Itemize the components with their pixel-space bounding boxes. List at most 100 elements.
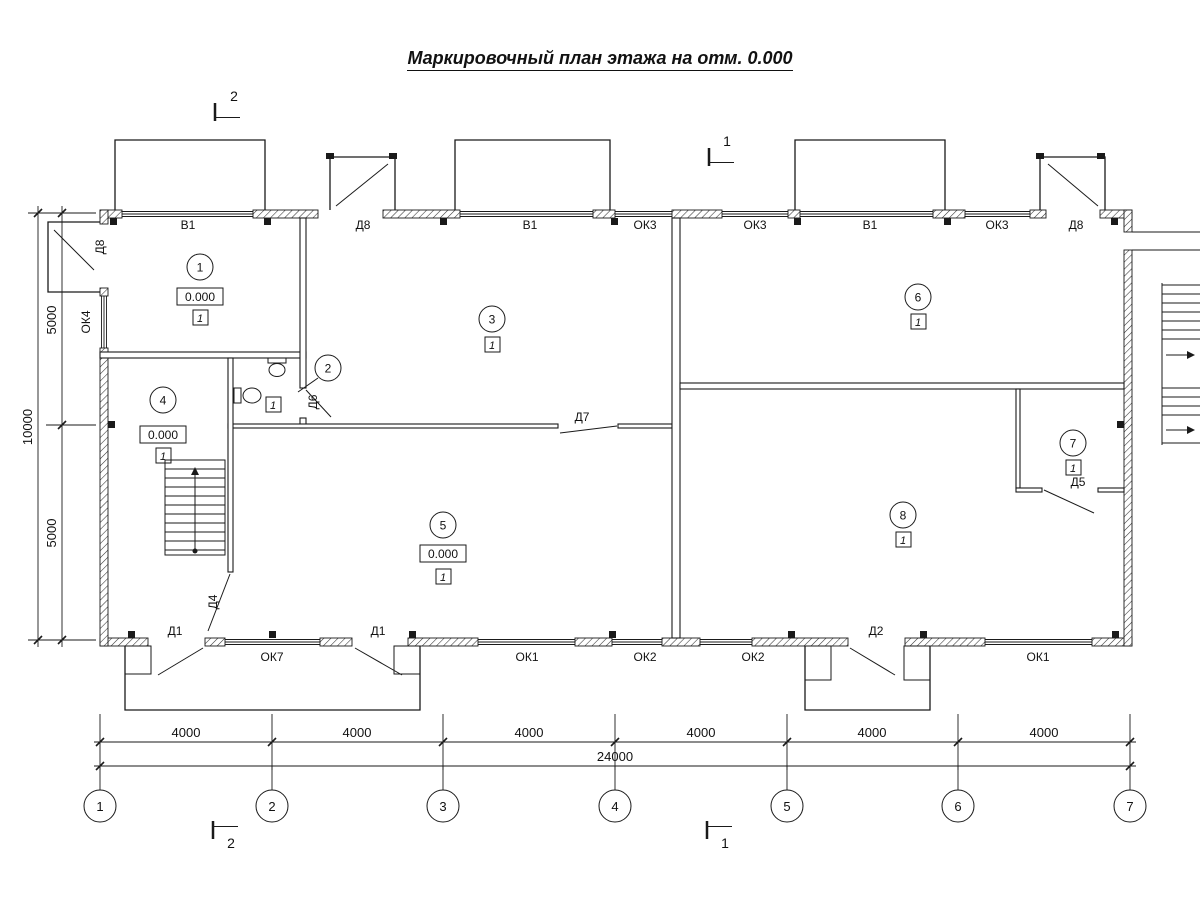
dim-vertical-5000-bottom: 5000 [44, 519, 59, 548]
room-marker-3: 3 1 [478, 305, 506, 353]
door-label-d2: Д2 [869, 624, 884, 638]
room-marker-1: 1 0.000 1 [176, 253, 224, 326]
dim-vertical-5000-top: 5000 [44, 306, 59, 335]
door-label-d1-a: Д1 [168, 624, 183, 638]
axis-bubble-2: 2 [268, 799, 275, 814]
window-label-ok1-b: ОК1 [1027, 650, 1050, 664]
top-windows [122, 211, 1030, 217]
window-label-ok2-b: ОК2 [742, 650, 765, 664]
room-number-4: 4 [160, 394, 167, 408]
external-stair [1132, 231, 1200, 445]
section-mark-2-bottom: 2 [211, 821, 238, 851]
window-label-ok3-a: ОК3 [634, 218, 657, 232]
door-leaf-d7 [559, 425, 618, 434]
door-label-d7: Д7 [575, 410, 590, 424]
drawing-title: Маркировочный план этажа на отм. 0.000 [0, 48, 1200, 71]
dim-4000-6: 4000 [1030, 725, 1059, 740]
grid-axes: 1 2 3 4 5 6 7 [83, 766, 1147, 823]
room-number-3: 3 [489, 313, 496, 327]
room-elevation-1: 0.000 [185, 290, 215, 304]
column-ticks [108, 218, 1124, 638]
bay-a [114, 139, 266, 210]
dim-4000-3: 4000 [515, 725, 544, 740]
room-type-7: 1 [1070, 463, 1076, 475]
sanitary-fixtures [233, 357, 287, 404]
dim-4000-4: 4000 [687, 725, 716, 740]
bay-d [794, 139, 946, 210]
section-number-1-middle: 1 [723, 133, 731, 149]
room-marker-6: 6 1 [904, 283, 932, 330]
section-number-2-bottom: 2 [227, 835, 235, 851]
room-marker-5: 5 0.000 1 [419, 511, 467, 585]
sink-back [267, 357, 287, 364]
window-label-ok7: ОК7 [261, 650, 284, 664]
window-label-ok4: ОК4 [79, 310, 93, 333]
room-marker-8: 8 1 [889, 501, 917, 548]
room-type-2: 1 [270, 400, 276, 412]
door-label-d6: Д6 [306, 394, 320, 409]
window-label-ok3-b: ОК3 [744, 218, 767, 232]
left-dimensions: 5000 5000 10000 [20, 206, 96, 647]
axis-bubble-5: 5 [783, 799, 790, 814]
window-label-ok2-a: ОК2 [634, 650, 657, 664]
sink-bowl [268, 363, 286, 377]
left-window-ok4 [101, 296, 107, 348]
door-label-d8-left: Д8 [93, 239, 107, 254]
porch-b [804, 646, 931, 711]
room-number-6: 6 [915, 291, 922, 305]
bay-c [454, 139, 611, 210]
bay-b [329, 156, 396, 210]
room-markers: 1 0.000 1 2 1 3 1 [139, 253, 1087, 585]
door-label-d4: Д4 [206, 594, 220, 609]
dim-vertical-total-10000: 10000 [20, 409, 35, 445]
bottom-windows [225, 639, 1092, 645]
door-leaf-d8-bay-b [335, 163, 389, 207]
dim-4000-2: 4000 [343, 725, 372, 740]
room-number-1: 1 [197, 261, 204, 275]
door-leaf-d4 [207, 573, 231, 632]
porches [124, 645, 931, 711]
axis-bubble-7: 7 [1126, 799, 1133, 814]
room-type-6: 1 [915, 317, 921, 329]
door-leaf-d1a [157, 647, 204, 676]
section-mark-2-top: 2 [213, 88, 240, 121]
room-type-3: 1 [489, 340, 495, 352]
bay-e [1039, 156, 1106, 210]
door-leaf-d2 [849, 647, 896, 676]
section-marks: 2 1 2 1 [211, 88, 734, 851]
room-type-1: 1 [197, 313, 203, 325]
toilet-tank [233, 387, 242, 404]
door-label-d5: Д5 [1071, 475, 1086, 489]
dim-total-24000: 24000 [597, 749, 633, 764]
dim-4000-1: 4000 [172, 725, 201, 740]
opening-labels: Д8 В1 Д8 В1 ОК3 ОК3 В1 ОК3 Д8 ОК4 ОК7 ОК… [79, 218, 1086, 664]
door-leaf-d1b [354, 647, 403, 676]
room-number-5: 5 [440, 519, 447, 533]
axis-bubble-1: 1 [96, 799, 103, 814]
porch-a [124, 646, 421, 711]
room-number-2: 2 [325, 362, 332, 376]
window-label-ok3-c: ОК3 [986, 218, 1009, 232]
window-label-v1-a: В1 [181, 218, 196, 232]
door-leaf-d8-left [53, 229, 95, 271]
axis-bubble-4: 4 [611, 799, 618, 814]
room-elevation-4: 0.000 [148, 428, 178, 442]
axis-bubble-6: 6 [954, 799, 961, 814]
room-type-4: 1 [160, 451, 166, 463]
room-type-5: 1 [440, 572, 446, 584]
door-label-d8-e: Д8 [1069, 218, 1084, 232]
door-leaf-d5 [1043, 489, 1095, 514]
room-marker-7: 7 1 [1059, 429, 1087, 476]
room-number-8: 8 [900, 509, 907, 523]
room-marker-2: 2 1 [265, 354, 342, 413]
room-type-8: 1 [900, 535, 906, 547]
exterior-walls [99, 209, 1133, 647]
window-label-v1-d: В1 [863, 218, 878, 232]
top-bays [47, 139, 1106, 293]
room-marker-4: 4 0.000 1 [139, 386, 187, 464]
window-label-v1-c: В1 [523, 218, 538, 232]
left-vestibule [47, 221, 100, 293]
axis-bubble-3: 3 [439, 799, 446, 814]
section-number-1-bottom: 1 [721, 835, 729, 851]
